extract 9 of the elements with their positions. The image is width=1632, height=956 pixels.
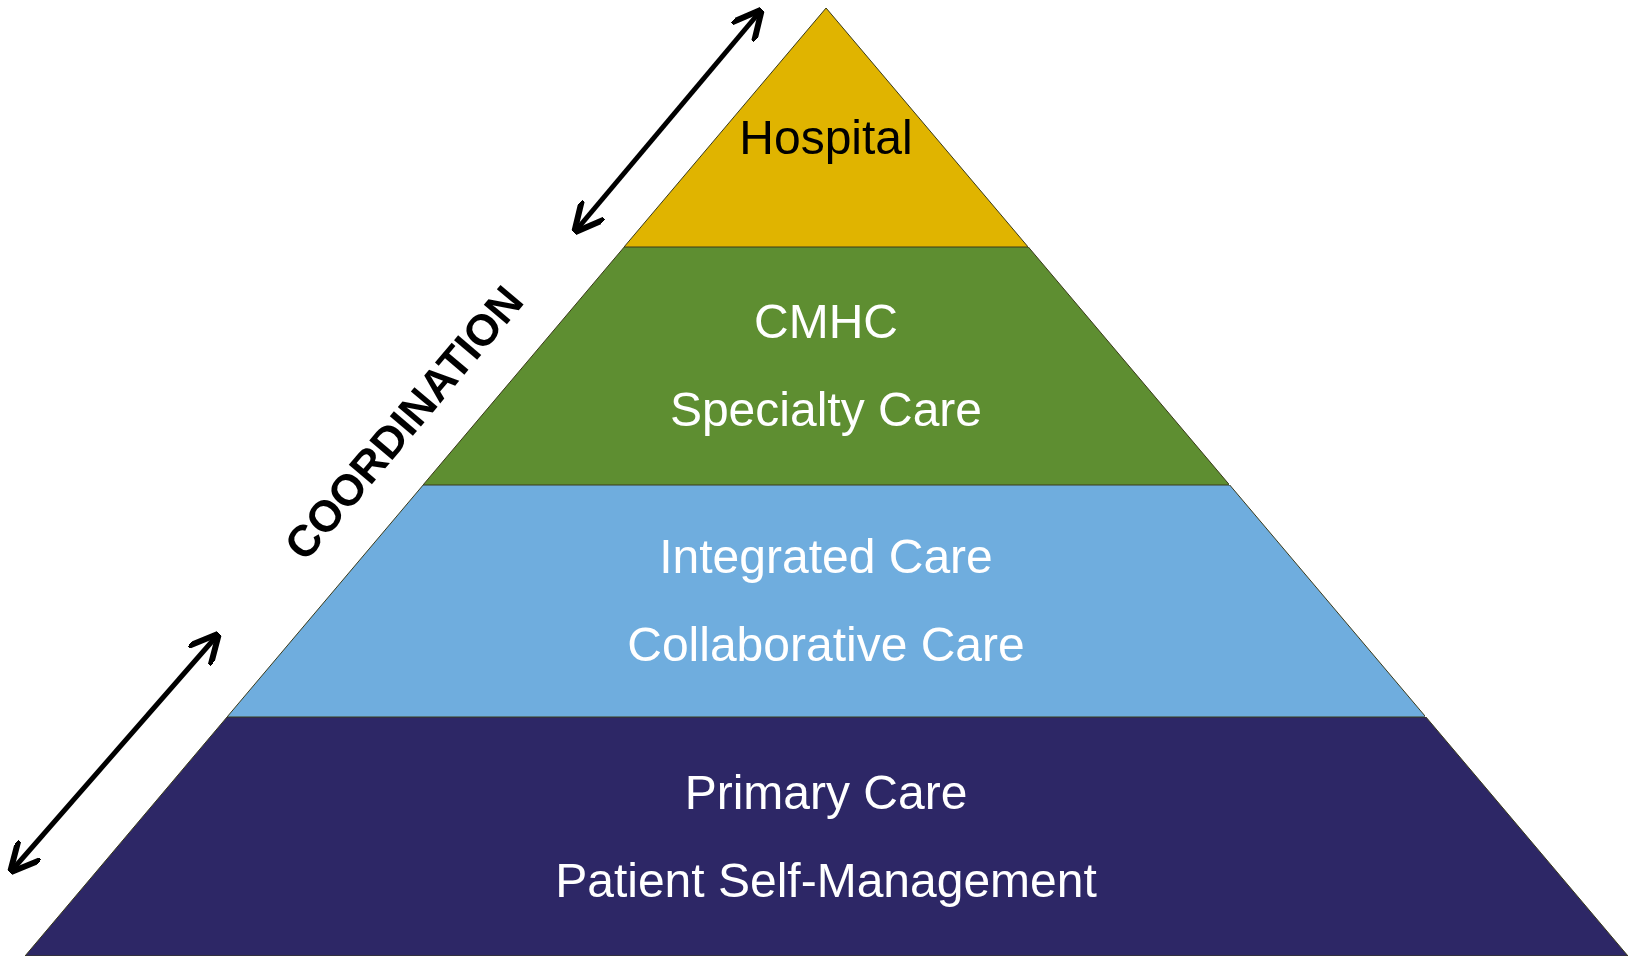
tier-label: Specialty Care — [669, 386, 983, 434]
tier-label: CMHC — [754, 298, 898, 346]
tier-label: Patient Self-Management — [555, 856, 1097, 905]
tier-label: Hospital — [739, 113, 913, 162]
pyramid-tier — [623, 8, 1029, 247]
tier-label: Collaborative Care — [627, 621, 1025, 669]
tier-label: Primary Care — [684, 768, 968, 817]
tier-label: Integrated Care — [659, 533, 993, 581]
pyramid-tier — [24, 717, 1628, 956]
